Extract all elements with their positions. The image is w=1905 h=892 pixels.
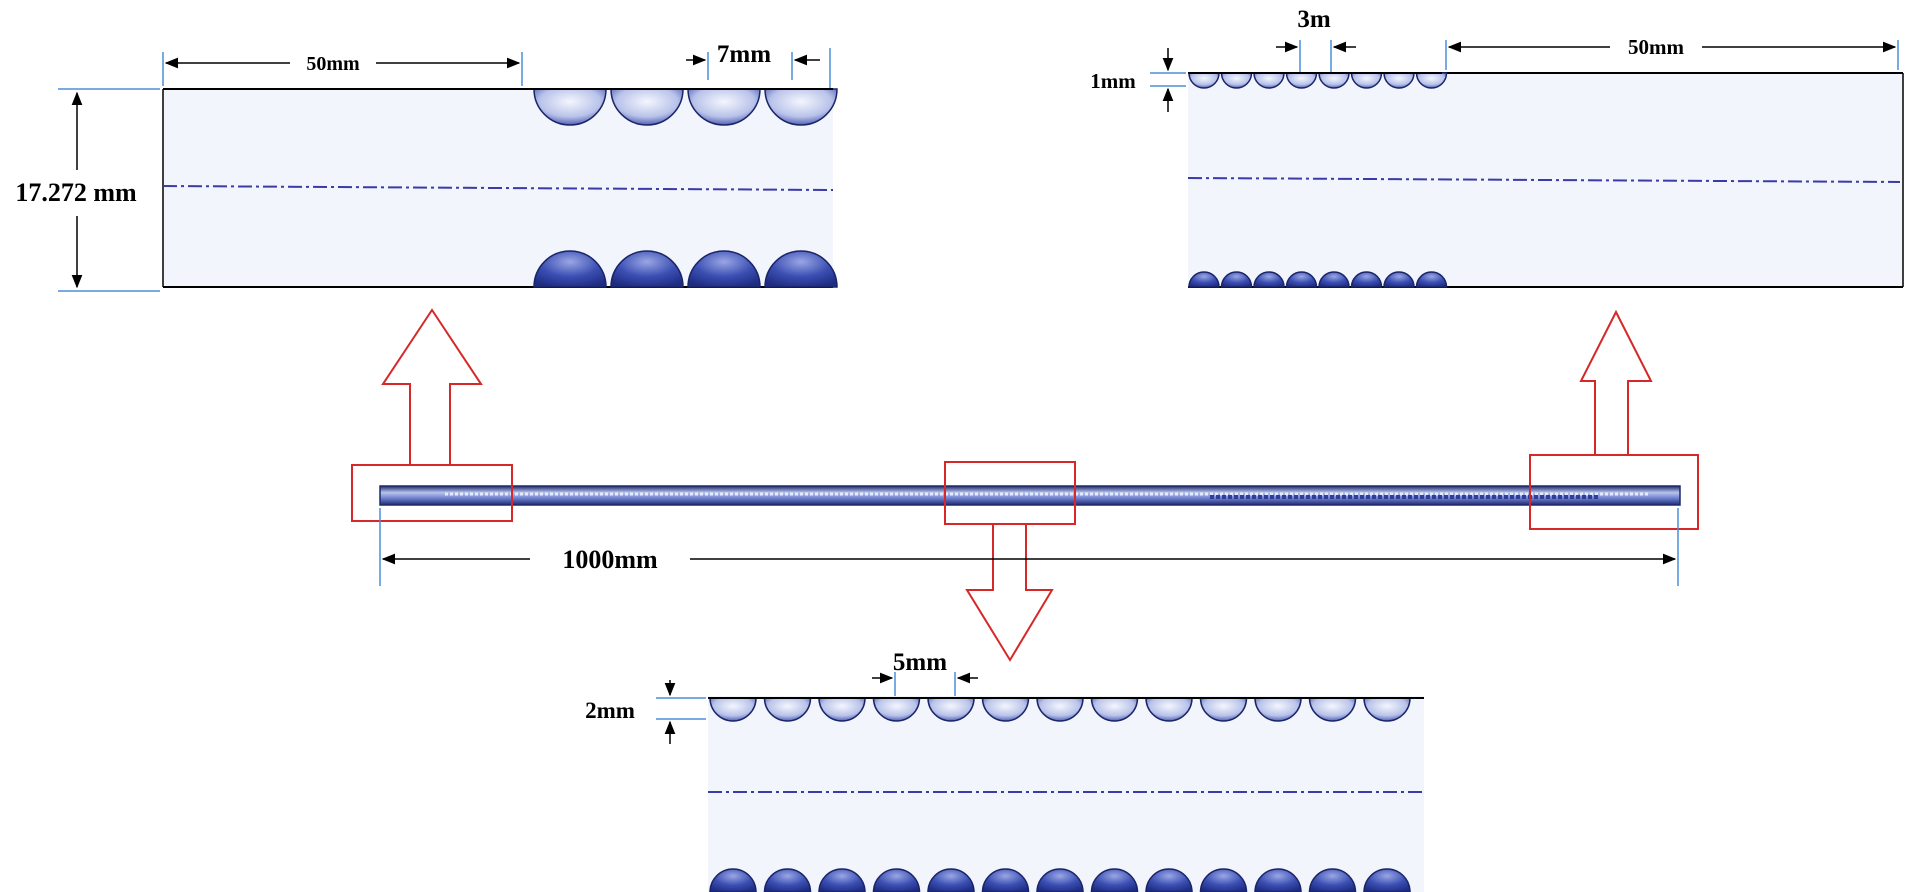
large-dimples-bottom-row [533, 250, 838, 288]
label-2mm: 2mm [585, 698, 635, 723]
medium-dimple [927, 868, 975, 892]
small-dimple [1350, 271, 1383, 288]
medium-dimple [818, 868, 866, 892]
medium-dimple [872, 868, 921, 892]
medium-dimple [1199, 697, 1248, 722]
label-7mm: 7mm [717, 41, 771, 68]
medium-dimple [1090, 697, 1139, 722]
small-dimple [1383, 72, 1415, 89]
small-dimples-bottom-row [1188, 271, 1448, 288]
full-tube: 1000mm [351, 308, 1699, 662]
medium-dimple [927, 697, 975, 722]
large-dimple [764, 250, 838, 288]
label-1mm: 1mm [1090, 69, 1136, 93]
large-dimple [610, 250, 684, 288]
medium-dimple [1254, 868, 1302, 892]
section-small-dimples: 3m 1mm 50mm [1090, 6, 1904, 288]
medium-dimple [1036, 697, 1084, 722]
small-dimple [1350, 72, 1383, 89]
medium-dimples-top-row [709, 697, 1411, 722]
section-large-dimples: 50mm 7mm 17.272 mm [15, 41, 838, 292]
small-dimple [1318, 271, 1350, 288]
medium-dimple [1036, 868, 1084, 892]
centerline [162, 185, 834, 191]
label-1000mm: 1000mm [562, 545, 658, 574]
medium-dimple [1254, 697, 1302, 722]
large-dimple [687, 250, 761, 288]
large-dimple [533, 250, 607, 288]
small-dimple [1220, 271, 1253, 288]
small-dimples-top-row [1188, 72, 1448, 89]
label-diameter: 17.272 mm [15, 178, 137, 207]
large-dimple [610, 88, 684, 126]
large-dimple [533, 88, 607, 126]
medium-dimple [1363, 697, 1411, 722]
medium-dimple [763, 697, 812, 722]
small-dimple [1188, 271, 1220, 288]
small-dimple [1253, 271, 1285, 288]
medium-dimple [1145, 697, 1193, 722]
small-dimple [1318, 72, 1350, 89]
tube-section-middle [708, 696, 1424, 892]
small-dimple [1415, 72, 1448, 89]
label-50mm-right: 50mm [1628, 35, 1684, 59]
medium-dimple [981, 697, 1030, 722]
medium-dimple [1090, 868, 1139, 892]
medium-dimple [872, 697, 921, 722]
arrow-to-left-detail [381, 308, 483, 466]
centerline [1187, 177, 1901, 183]
section-medium-dimples: 5mm 2mm [585, 649, 1424, 892]
medium-dimple [1199, 868, 1248, 892]
medium-dimple [1308, 868, 1357, 892]
small-dimple [1253, 72, 1285, 89]
medium-dimple [818, 697, 866, 722]
large-dimple [764, 88, 838, 126]
small-dimple [1285, 271, 1318, 288]
small-dimple [1220, 72, 1253, 89]
label-50mm-left: 50mm [306, 53, 360, 75]
large-dimple [687, 88, 761, 126]
small-dimple [1188, 72, 1220, 89]
medium-dimple [981, 868, 1030, 892]
medium-dimple [709, 697, 757, 722]
arrow-to-bottom-detail [965, 523, 1054, 662]
arrow-to-right-detail [1579, 309, 1653, 456]
small-dimple [1383, 271, 1415, 288]
medium-dimple [763, 868, 812, 892]
medium-dimples-bottom-row [709, 868, 1411, 892]
medium-dimple [709, 868, 757, 892]
label-3m: 3m [1297, 6, 1331, 33]
label-5mm: 5mm [893, 649, 947, 676]
large-dimples-top-row [533, 88, 838, 126]
medium-dimple [1308, 697, 1357, 722]
medium-dimple [1145, 868, 1193, 892]
medium-dimple [1363, 868, 1411, 892]
small-dimple [1415, 271, 1448, 288]
small-dimple [1285, 72, 1318, 89]
